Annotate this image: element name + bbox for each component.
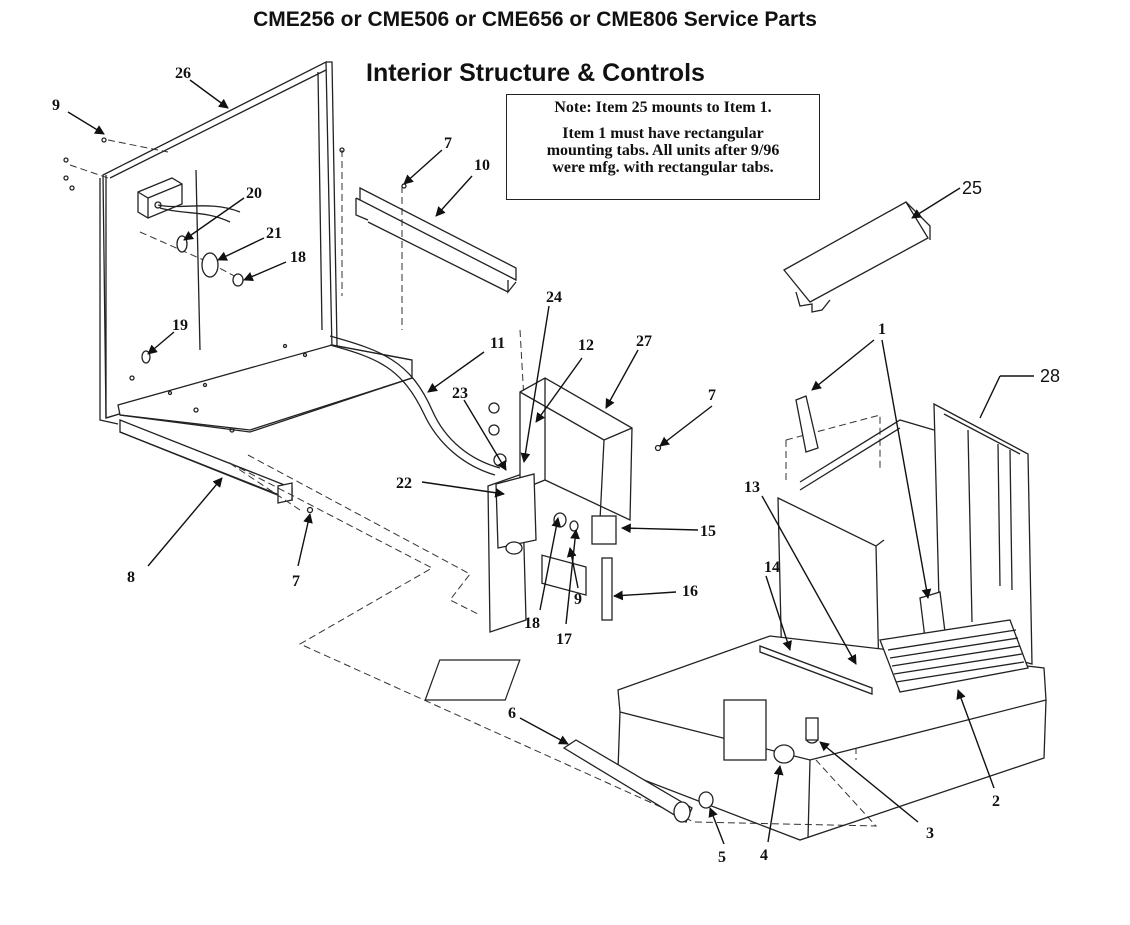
callout-28: 28 xyxy=(1040,366,1060,386)
page-title: CME256 or CME506 or CME656 or CME806 Ser… xyxy=(253,8,817,31)
note-line-4: were mfg. with rectangular tabs. xyxy=(552,159,774,176)
callout-4: 4 xyxy=(760,847,768,864)
callout-8: 8 xyxy=(127,569,135,586)
callout-10: 10 xyxy=(474,157,490,174)
callout-14: 14 xyxy=(764,559,780,576)
callout-2: 2 xyxy=(992,793,1000,810)
callout-3: 3 xyxy=(926,825,934,842)
callout-25: 25 xyxy=(962,178,982,198)
callout-23: 23 xyxy=(452,385,468,402)
callout-7b: 7 xyxy=(708,387,716,404)
ice-chute xyxy=(783,201,931,313)
bottom-rail xyxy=(119,419,293,504)
leader-lines xyxy=(67,79,1034,845)
control-panel-assembly xyxy=(487,377,633,633)
callout-22: 22 xyxy=(396,475,412,492)
callout-27: 27 xyxy=(636,333,652,350)
callout-17: 17 xyxy=(556,631,572,648)
callout-labels: 26 9 7 10 20 21 18 19 24 11 12 27 23 7 2… xyxy=(52,65,1060,866)
callout-11: 11 xyxy=(490,335,505,352)
note-line-3: mounting tabs. All units after 9/96 xyxy=(546,142,780,159)
hose xyxy=(329,335,501,476)
callout-13: 13 xyxy=(744,479,760,496)
control-switch-box xyxy=(137,177,241,223)
callout-26: 26 xyxy=(175,65,191,82)
callout-19: 19 xyxy=(172,317,188,334)
bin-wall-frame xyxy=(799,402,1033,665)
callout-9b: 9 xyxy=(574,591,582,608)
callout-7c: 7 xyxy=(292,573,300,590)
callout-9a: 9 xyxy=(52,97,60,114)
callout-5: 5 xyxy=(718,849,726,866)
base-tray xyxy=(424,619,1047,841)
callout-1: 1 xyxy=(878,321,886,338)
page-subtitle: Interior Structure & Controls xyxy=(366,59,705,87)
callout-20: 20 xyxy=(246,185,262,202)
callout-21: 21 xyxy=(266,225,282,242)
callout-7a: 7 xyxy=(444,135,452,152)
callout-16: 16 xyxy=(682,583,698,600)
callout-6: 6 xyxy=(508,705,516,722)
note-line-2: Item 1 must have rectangular xyxy=(562,125,764,142)
top-rail xyxy=(355,186,517,294)
note-box: Note: Item 25 mounts to Item 1. Item 1 m… xyxy=(506,94,820,200)
callout-24: 24 xyxy=(546,289,562,306)
callout-18b: 18 xyxy=(524,615,540,632)
note-line-1: Note: Item 25 mounts to Item 1. xyxy=(554,99,772,116)
drain-tube xyxy=(562,739,714,823)
screws xyxy=(63,137,662,514)
callout-15: 15 xyxy=(700,523,716,540)
callout-18a: 18 xyxy=(290,249,306,266)
callout-12: 12 xyxy=(578,337,594,354)
